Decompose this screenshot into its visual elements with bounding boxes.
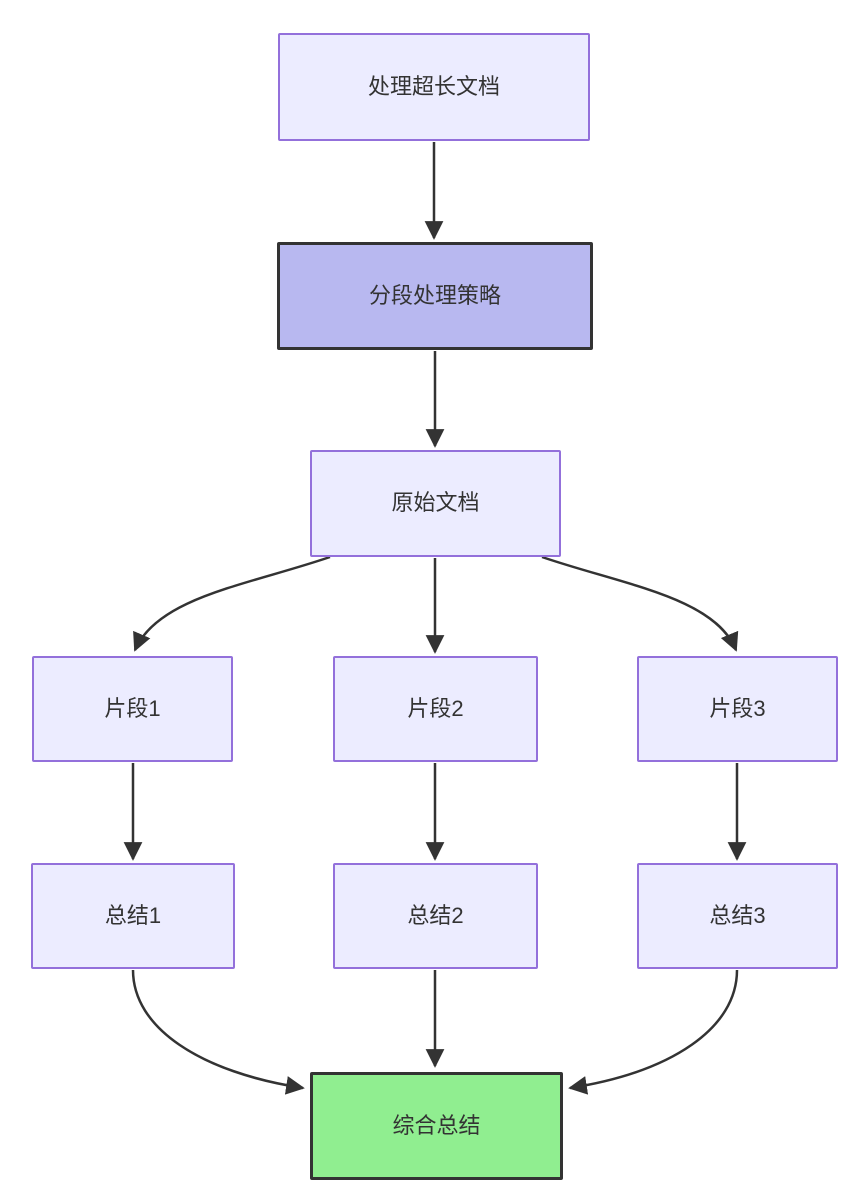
node-label: 综合总结 (392, 1112, 481, 1138)
node-label: 处理超长文档 (367, 73, 500, 99)
node-label: 总结2 (407, 902, 464, 928)
edge-c-d3 (541, 555, 739, 652)
node-label: 片段2 (407, 695, 464, 721)
node-segmentation-strategy: 分段处理策略 (277, 242, 593, 350)
edge-c-d1 (133, 555, 331, 652)
node-label: 总结1 (104, 902, 162, 928)
node-label: 片段1 (104, 695, 161, 721)
node-summary-3: 总结3 (637, 863, 838, 969)
node-label: 分段处理策略 (368, 282, 501, 308)
node-summary-2: 总结2 (333, 863, 538, 969)
node-label: 总结3 (709, 902, 766, 928)
node-segment-3: 片段3 (637, 656, 838, 762)
node-combined-summary: 综合总结 (310, 1072, 563, 1180)
node-label: 片段3 (709, 695, 766, 721)
node-segment-2: 片段2 (333, 656, 538, 762)
node-segment-1: 片段1 (32, 656, 233, 762)
edge-e3-f (568, 969, 739, 1095)
node-label: 原始文档 (391, 490, 480, 516)
edge-e1-f (131, 969, 305, 1095)
node-process-long-document: 处理超长文档 (278, 33, 590, 141)
node-summary-1: 总结1 (31, 863, 235, 969)
node-original-document: 原始文档 (310, 450, 561, 557)
